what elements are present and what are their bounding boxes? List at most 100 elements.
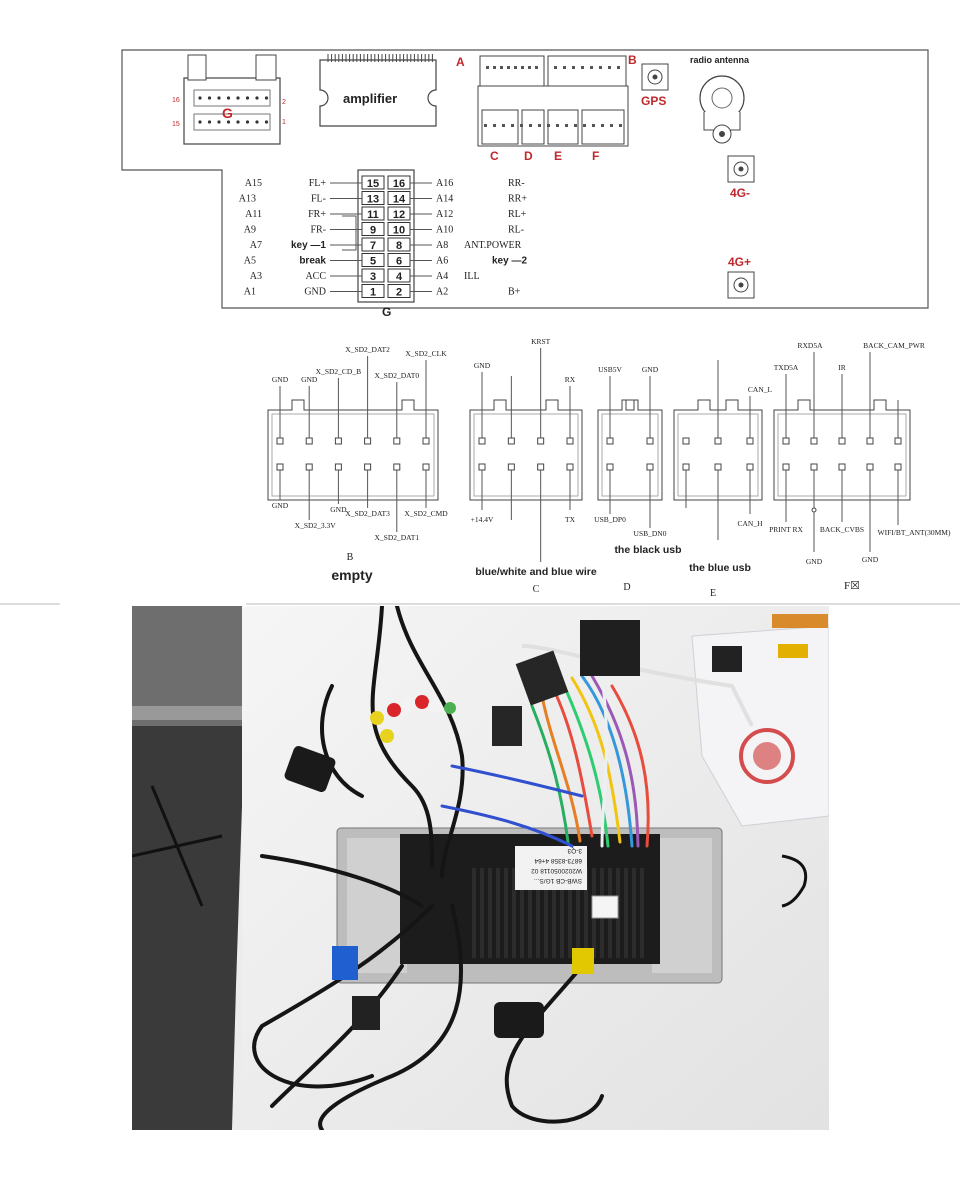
pin-number: 13 [367, 194, 379, 206]
connector-letter: C [533, 584, 540, 595]
pin-number: 10 [393, 225, 405, 237]
pin-signal-label: RR- [508, 178, 525, 189]
pin-square [478, 437, 486, 445]
label-e-red: E [554, 149, 562, 163]
pin-dot [535, 66, 538, 69]
pin-a-label: A11 [245, 209, 262, 220]
label-f-red: F [592, 149, 599, 163]
pin-dot [245, 120, 250, 124]
pin-dot [520, 124, 523, 127]
label-b-red: B [628, 53, 637, 67]
pin-signal-label: X_SD2_DAT3 [345, 509, 390, 518]
label-4g-minus: 4G- [730, 186, 750, 200]
pin-dot [486, 66, 489, 69]
pin-signal-label: GND [301, 375, 318, 384]
pin-a-label: A12 [436, 209, 453, 220]
connector-body [469, 399, 583, 501]
gps-connector: GPS [641, 63, 669, 108]
pin-square [507, 463, 515, 471]
pin-signal-label: KRST [531, 337, 551, 346]
pin-dot [601, 124, 604, 127]
pin-signal-label: FL- [311, 194, 326, 205]
label-c-red: C [490, 149, 499, 163]
pin-a-label: A14 [436, 194, 453, 205]
wiring-diagram: 16 15 2 1 G amplifier A B C D E F GPS ra… [0, 49, 960, 605]
pin-dot [484, 124, 487, 127]
label-gps-red: GPS [641, 94, 666, 108]
connector-body [267, 399, 439, 501]
pin-square [646, 437, 654, 445]
pin-number: 2 [396, 287, 402, 299]
connector-body [673, 399, 763, 501]
pin-signal-label: ILL [464, 271, 480, 282]
pin-square [305, 463, 313, 471]
pin-square [537, 463, 545, 471]
pin-dot [502, 124, 505, 127]
pin-a-label: A10 [436, 225, 453, 236]
pin-a-label: A3 [250, 271, 262, 282]
wire-hook-icon [781, 854, 808, 908]
pin-square [866, 437, 874, 445]
pin-dot [245, 96, 250, 100]
heatsink-fin [584, 868, 588, 958]
pin-dot [226, 120, 231, 124]
pin-signal-label: WIFI/BT_ANT(30MM) [878, 528, 951, 537]
white-connector [591, 895, 619, 919]
pin-dot [572, 66, 575, 69]
pin-signal-label: GND [642, 365, 659, 374]
pin-square [566, 463, 574, 471]
pin-signal-label: key —2 [492, 256, 527, 267]
blue-usb-connector [332, 946, 358, 980]
pin-number: 12 [393, 209, 405, 221]
radio-antenna-label: radio antenna [690, 55, 750, 65]
label-d-red: D [524, 149, 533, 163]
connector-letter: B [347, 552, 354, 563]
pin-dot [547, 124, 550, 127]
pin-number: 1 [370, 287, 376, 299]
pin-signal-label: X_SD2_3.3V [295, 521, 337, 530]
connector-note: the blue usb [689, 562, 751, 574]
pin-square [507, 437, 515, 445]
pin-number: 9 [370, 225, 376, 237]
pin-square [810, 463, 818, 471]
heatsink-fin [544, 868, 548, 958]
pin-square [782, 463, 790, 471]
amplifier-chip: amplifier [319, 54, 437, 127]
connector-letter: F☒ [844, 580, 860, 592]
heatsink-fin [640, 868, 644, 958]
pin-dot [563, 66, 566, 69]
connector-inner [601, 413, 659, 497]
pin-signal-label: IR [838, 363, 846, 372]
pin-signal-label: TX [565, 515, 576, 524]
pin-signal-label: RX [565, 375, 576, 384]
connector-letter: E [710, 588, 716, 599]
pin-dot [264, 96, 269, 100]
pin-square [714, 463, 722, 471]
label-a-red: A [456, 55, 465, 69]
pin-square [782, 437, 790, 445]
pin-square [393, 463, 401, 471]
pin-dot [514, 66, 517, 69]
main-harness-connector [580, 620, 640, 676]
radio-antenna-connector: radio antenna [690, 55, 750, 144]
pin-square [334, 437, 342, 445]
pin-dot [236, 120, 240, 124]
pin-dot [493, 66, 496, 69]
pin-dot [565, 124, 568, 127]
g-pin-1: 1 [282, 119, 286, 126]
rca-connectors [370, 695, 456, 743]
pin-signal-label: GND [806, 557, 823, 566]
four-g-plus-connector: 4G+ [727, 255, 755, 299]
pin-a-label: A9 [244, 225, 256, 236]
pin-square [305, 437, 313, 445]
g-pin-16: 16 [172, 97, 180, 104]
connector-inner [473, 413, 579, 497]
pin-signal-label: BACK_CAM_PWR [863, 341, 925, 350]
pin-a-label: A15 [245, 178, 262, 189]
pin-number: 4 [396, 271, 403, 283]
label-g-red: G [222, 105, 233, 121]
pin-signal-label: X_SD2_CLK [405, 349, 447, 358]
